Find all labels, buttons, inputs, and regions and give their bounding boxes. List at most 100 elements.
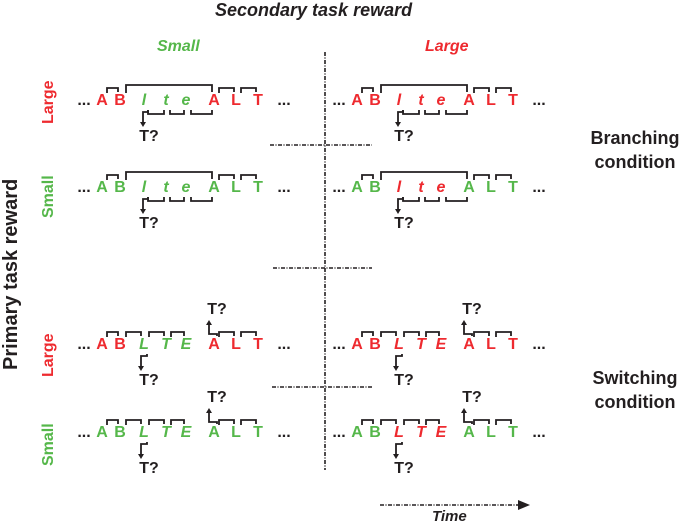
transition-hook: [106, 87, 119, 93]
row-label-large-2: Large: [40, 333, 57, 377]
sequence-letter: B: [369, 92, 381, 109]
transition-hook: [425, 419, 440, 425]
transition-hook: [170, 331, 185, 337]
transition-hook: [361, 419, 374, 425]
sequence-letter: L: [231, 424, 241, 441]
ellipsis-right: ...: [532, 92, 545, 109]
sequence-letter: e: [182, 92, 191, 109]
row-label-small-2: Small: [40, 423, 57, 466]
arrow-head: [138, 366, 144, 371]
ellipsis-left: ...: [332, 92, 345, 109]
transition-hook: [473, 174, 490, 180]
sequence-letter: L: [486, 179, 496, 196]
query-arrow: [395, 442, 403, 455]
transition-hook: [361, 331, 374, 337]
lower-hook: [424, 110, 440, 115]
sequence-letter: A: [208, 424, 220, 441]
transition-hook: [218, 174, 235, 180]
sequence-letter: T: [416, 336, 427, 353]
skip-arc: [380, 84, 468, 93]
arrow-head: [461, 320, 467, 325]
sequence-letter: T: [253, 424, 263, 441]
sequence-letter: L: [486, 336, 496, 353]
transition-hook: [380, 331, 397, 337]
sequence-letter: t: [418, 179, 424, 196]
query-label-below: T?: [394, 460, 414, 477]
row-label-small-1: Small: [40, 175, 57, 218]
sequence-letter: A: [96, 179, 108, 196]
sequence-letter: T: [161, 424, 172, 441]
sequence-letter: T: [508, 179, 518, 196]
arrow-head: [206, 320, 212, 325]
lower-hook: [190, 197, 213, 202]
transition-hook: [380, 419, 397, 425]
transition-hook: [240, 419, 257, 425]
query-arrow: [140, 354, 148, 367]
sequence-letter: E: [436, 424, 448, 441]
sequence-letter: B: [114, 179, 126, 196]
sequence-letter: E: [436, 336, 448, 353]
ellipsis-left: ...: [77, 92, 90, 109]
lower-hook: [190, 110, 213, 115]
ellipsis-left: ...: [77, 424, 90, 441]
lower-hook: [169, 110, 185, 115]
sequence-letter: B: [114, 336, 126, 353]
query-label-below: T?: [139, 460, 159, 477]
sequence-letter: A: [463, 424, 475, 441]
ellipsis-right: ...: [277, 336, 290, 353]
sequence-letter: B: [369, 336, 381, 353]
arrow-head: [138, 454, 144, 459]
sequence-letter: t: [418, 92, 424, 109]
sequence-letter: E: [181, 424, 193, 441]
time-label: Time: [432, 508, 467, 525]
sequence-letter: A: [351, 336, 363, 353]
query-label-above: T?: [207, 301, 227, 318]
ellipsis-right: ...: [277, 179, 290, 196]
query-label-above: T?: [207, 389, 227, 406]
sequence-letter: L: [139, 424, 149, 441]
sequence-letter: L: [139, 336, 149, 353]
ellipsis-left: ...: [332, 424, 345, 441]
transition-hook: [218, 87, 235, 93]
arrow-head: [140, 209, 146, 214]
condition-label-switching: Switching condition: [592, 368, 678, 412]
sequence-letter: B: [369, 179, 381, 196]
ellipsis-right: ...: [532, 179, 545, 196]
transition-hook: [148, 331, 165, 337]
ellipsis-right: ...: [532, 336, 545, 353]
transition-hook: [403, 419, 420, 425]
transition-hook: [425, 331, 440, 337]
sequence-letter: L: [231, 92, 241, 109]
ellipsis-right: ...: [532, 424, 545, 441]
transition-hook: [106, 419, 119, 425]
transition-hook: [473, 87, 490, 93]
sequence-letter: A: [351, 92, 363, 109]
query-label-below: T?: [394, 215, 414, 232]
query-arrow: [208, 324, 218, 336]
transition-hook: [218, 419, 235, 425]
lower-hook: [402, 197, 420, 202]
query-arrow: [395, 354, 403, 367]
transition-hook: [240, 87, 257, 93]
sequence-letter: T: [161, 336, 172, 353]
transition-hook: [125, 419, 142, 425]
query-arrow: [142, 110, 149, 123]
ellipsis-left: ...: [77, 336, 90, 353]
sequence-letter: T: [253, 92, 263, 109]
sequence-letter: A: [463, 92, 475, 109]
lower-hook: [445, 110, 468, 115]
arrow-head: [393, 366, 399, 371]
sequence-letter: A: [96, 92, 108, 109]
ellipsis-left: ...: [332, 179, 345, 196]
condition-label-branching: Branching condition: [590, 128, 680, 172]
transition-hook: [361, 174, 374, 180]
sequence-letter: A: [208, 336, 220, 353]
transition-hook: [403, 331, 420, 337]
column-header-large: Large: [425, 38, 469, 55]
arrow-head: [395, 209, 401, 214]
sequence-letter: e: [437, 92, 446, 109]
